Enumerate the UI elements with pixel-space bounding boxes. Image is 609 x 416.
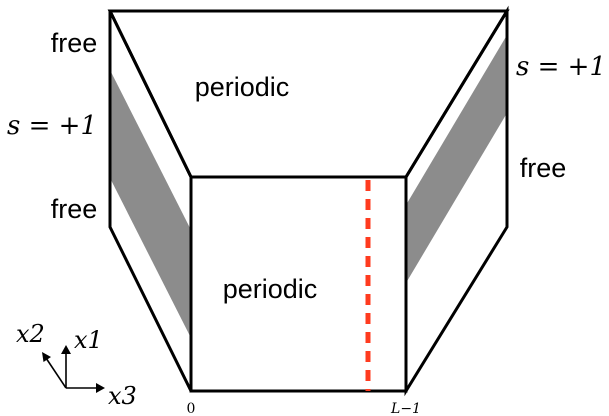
x3-axis-label: x3 [108, 382, 137, 410]
slab-outline [107, 5, 510, 397]
x1-arrow-icon [61, 345, 71, 354]
tick-end-label: L−1 [390, 401, 421, 416]
left-free-top-label: free [51, 28, 98, 58]
top-face-label: periodic [195, 72, 290, 102]
right-free-label: free [520, 153, 567, 183]
right-shaded-band [406, 35, 507, 283]
left-shaded-band [110, 70, 191, 338]
left-band-label: s = +1 [7, 111, 97, 141]
axes-arrowheads [42, 345, 105, 393]
tick-start-label: 0 [187, 401, 196, 416]
x2-axis-label: x2 [16, 320, 45, 348]
x2-axis-line [45, 357, 67, 389]
x3-arrow-icon [96, 383, 105, 393]
front-face [189, 175, 408, 393]
front-face-label: periodic [223, 274, 318, 304]
axes-glyph [45, 352, 98, 389]
x2-arrow-icon [42, 352, 51, 362]
x1-axis-label: x1 [74, 326, 103, 354]
left-free-bottom-label: free [51, 194, 98, 224]
right-band-label: s = +1 [516, 52, 606, 82]
